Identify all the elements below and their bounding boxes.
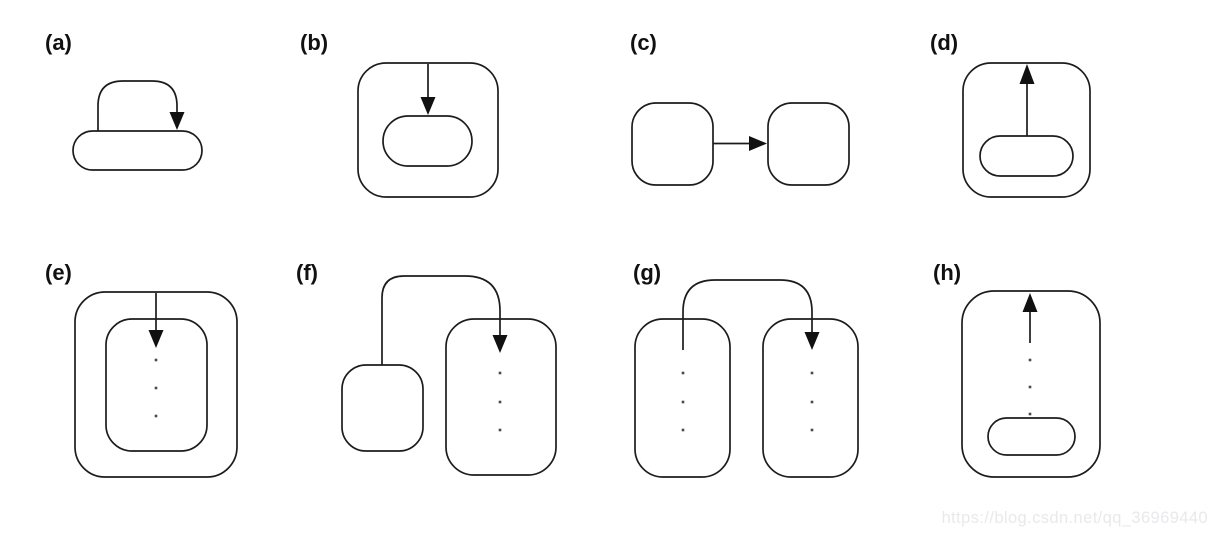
ellipsis-dot [498, 428, 502, 432]
tall-container-node-right [762, 318, 859, 478]
arrowhead-down-icon [148, 330, 164, 348]
stadium-node [382, 115, 473, 167]
ellipsis-dot [154, 414, 158, 418]
ellipsis-dot [498, 400, 502, 404]
panel-a-label: (a) [45, 30, 72, 55]
ellipsis-dot [810, 371, 814, 375]
stadium-node [987, 417, 1076, 456]
ellipsis-dot [681, 371, 685, 375]
arrowhead-up-icon [1022, 293, 1038, 312]
panel-e-label: (e) [45, 260, 72, 285]
self-loop-arrow-line [97, 80, 178, 131]
arrowhead-up-icon [1019, 64, 1035, 84]
panel-c-label: (c) [630, 30, 657, 55]
rounded-node-left [631, 102, 714, 186]
rounded-node-small [341, 364, 424, 452]
ellipsis-dot [681, 428, 685, 432]
arrowhead-down-icon [492, 335, 508, 353]
panel-b: (b) [300, 30, 499, 198]
panel-f-label: (f) [296, 260, 318, 285]
rounded-node-right [767, 102, 850, 186]
watermark: https://blog.csdn.net/qq_36969440 [941, 509, 1208, 527]
ellipsis-dot [154, 386, 158, 390]
arrowhead-down-icon [420, 97, 436, 115]
panel-f: (f) [296, 260, 557, 476]
tall-container-node [961, 290, 1101, 478]
ellipsis-dot [498, 371, 502, 375]
container-node [357, 62, 499, 198]
stadium-node [72, 130, 203, 171]
panel-a: (a) [45, 30, 203, 171]
panel-h: (h) [933, 260, 1101, 478]
container-node [962, 62, 1091, 198]
ellipsis-dot [810, 428, 814, 432]
panel-d: (d) [930, 30, 1091, 198]
ellipsis-dot [1028, 358, 1032, 362]
ellipsis-dot [1028, 412, 1032, 416]
panel-d-label: (d) [930, 30, 958, 55]
curved-arrow-line [682, 279, 813, 350]
arrowhead-down-icon [804, 332, 820, 350]
curved-arrow-line [381, 275, 501, 365]
panel-e: (e) [45, 260, 238, 478]
arrowhead-right-icon [749, 136, 767, 151]
ellipsis-dot [681, 400, 685, 404]
arrowhead-down-icon [169, 112, 185, 130]
stadium-node [979, 135, 1074, 177]
outer-container-node [74, 291, 238, 478]
panel-h-label: (h) [933, 260, 961, 285]
panel-g: (g) [633, 260, 859, 478]
panel-g-label: (g) [633, 260, 661, 285]
panel-b-label: (b) [300, 30, 328, 55]
panel-c: (c) [630, 30, 850, 186]
ellipsis-dot [1028, 385, 1032, 389]
ellipsis-dot [810, 400, 814, 404]
ellipsis-dot [154, 358, 158, 362]
tall-container-node [445, 318, 557, 476]
